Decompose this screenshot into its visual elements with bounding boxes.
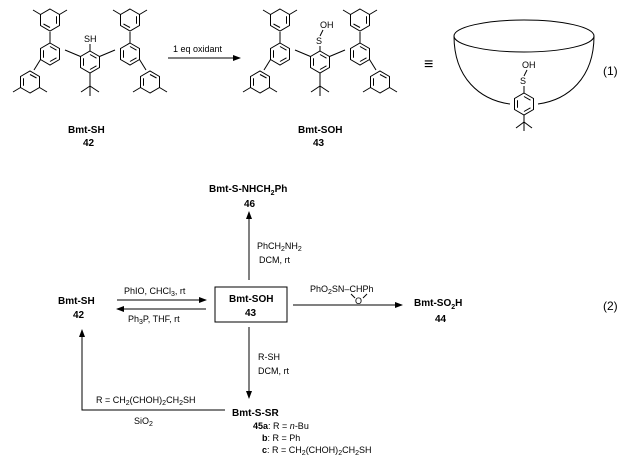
oxaziridine-bond-left xyxy=(350,293,356,299)
oxaziridine-oxygen: O xyxy=(355,296,362,306)
sh-atom-label: SH xyxy=(84,34,97,44)
regeneration-reagent: R = CH2(CHOH)2CH2SH xyxy=(96,395,196,407)
variant-45c: c: R = CH2(CHOH)2CH2SH xyxy=(262,445,372,457)
disulfide-solvent: DCM, rt xyxy=(258,366,289,376)
variant-45a: 45a: R = n-Bu xyxy=(253,421,309,431)
cartoon-oh-label: OH xyxy=(522,60,536,70)
bmt-so2h-name: Bmt-SO2H xyxy=(414,298,462,311)
oxaziridine-bond-right xyxy=(362,293,368,299)
bmt-s-nhch2ph-number: 46 xyxy=(244,199,256,210)
oxidant-label: 1 eq oxidant xyxy=(173,44,223,54)
bmt-sh-number: 42 xyxy=(83,138,95,149)
variant-45b: b: R = Ph xyxy=(262,433,300,443)
bmt-so2h-number: 44 xyxy=(435,314,447,325)
disulfide-reagent: R-SH xyxy=(258,352,280,362)
bmt-soh-name: Bmt-SOH xyxy=(298,125,342,136)
oh-atom-label: OH xyxy=(320,20,334,30)
bmt-soh-number: 43 xyxy=(313,138,325,149)
bmt-sh-name: Bmt-SH xyxy=(68,125,105,136)
equation-2-number: (2) xyxy=(603,299,618,313)
bmt-s-nhch2ph-name: Bmt-S-NHCH2Ph xyxy=(209,184,287,197)
cartoon-s-label: S xyxy=(520,76,526,86)
eq2-bmt-sh-name: Bmt-SH xyxy=(58,296,95,307)
bmt-sh-structure: SH xyxy=(13,9,167,96)
center-bmt-soh-name: Bmt-SOH xyxy=(229,294,273,305)
eq2-bmt-sh-number: 42 xyxy=(73,310,85,321)
equation-1-number: (1) xyxy=(603,64,618,78)
regeneration-catalyst: SiO2 xyxy=(134,416,153,428)
oxidation-conditions: PhIO, CHCl3, rt xyxy=(124,286,186,298)
oxaziridine-reagent: PhO2SN–CHPh xyxy=(310,284,373,296)
bmt-s-sr-name: Bmt-S-SR xyxy=(232,408,279,419)
amination-solvent: DCM, rt xyxy=(259,255,290,265)
amination-conditions: PhCH2NH2 xyxy=(257,241,302,253)
thiol-regeneration-arrow xyxy=(79,329,225,411)
reduction-conditions: Ph3P, THF, rt xyxy=(128,314,180,326)
equivalence-symbol: ≡ xyxy=(424,56,433,73)
s-atom-label: S xyxy=(316,36,322,46)
bowl-cartoon: S OH xyxy=(453,19,595,131)
center-bmt-soh-number: 43 xyxy=(245,308,257,319)
bmt-soh-structure: S OH xyxy=(243,9,397,96)
central-compound-box xyxy=(214,286,288,323)
